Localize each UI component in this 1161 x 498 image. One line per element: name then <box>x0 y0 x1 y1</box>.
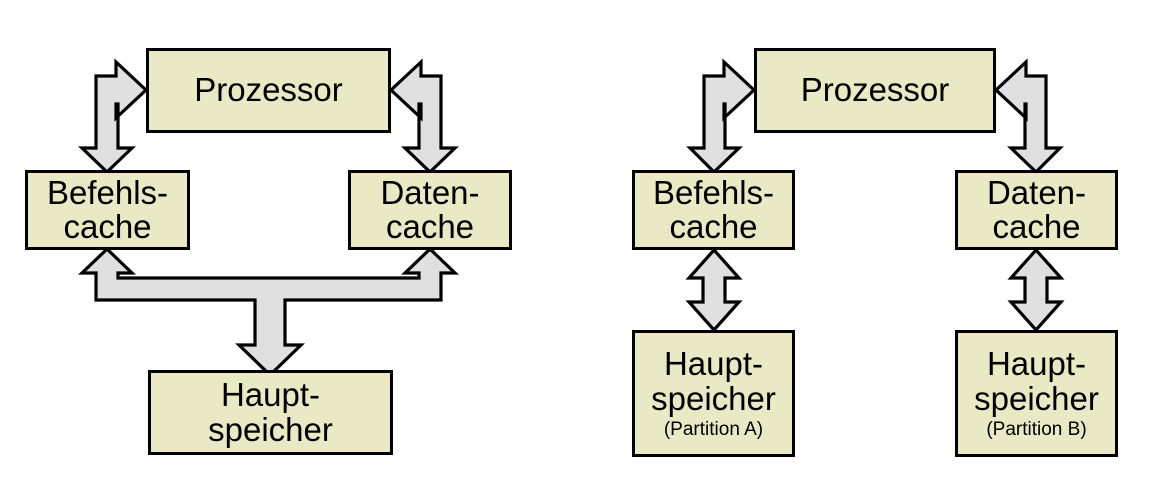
node-label-line-1: Prozessor <box>800 71 950 109</box>
double-arrow-datencache-hauptspeicher-b <box>1007 247 1065 333</box>
node-label-line-1: Haupt- <box>220 376 321 414</box>
node-label-line-1: Befehls- <box>46 173 169 211</box>
node-label-line-2: cache <box>669 208 758 245</box>
node-label-line-1: Daten- <box>380 173 480 211</box>
node-hauptspeicher-left[interactable]: Haupt- speicher <box>148 370 393 455</box>
elbow-arrow-prozessor-befehlscache-left <box>78 58 149 175</box>
node-hauptspeicher-partition-a[interactable]: Haupt- speicher (Partition A) <box>632 330 795 457</box>
node-datencache-right[interactable]: Daten- cache <box>955 170 1118 250</box>
node-label-line-1: Befehls- <box>652 173 775 211</box>
node-label-line-2: cache <box>385 208 475 245</box>
node-befehlscache-left[interactable]: Befehls- cache <box>25 170 190 250</box>
node-label-line-1: Prozessor <box>194 71 343 109</box>
node-prozessor-right[interactable]: Prozessor <box>754 48 996 133</box>
node-label-line-2: cache <box>992 208 1081 245</box>
node-label-line-1: Haupt- <box>986 345 1087 383</box>
node-sublabel-partition: (Partition A) <box>663 418 764 440</box>
elbow-arrow-prozessor-befehlscache-right <box>686 58 757 175</box>
node-datencache-left[interactable]: Daten- cache <box>348 170 512 250</box>
node-label-line-1: Haupt- <box>663 345 764 383</box>
elbow-arrow-prozessor-datencache-right <box>993 58 1064 175</box>
node-label-line-2: speicher <box>651 379 776 417</box>
node-sublabel-partition: (Partition B) <box>986 418 1087 440</box>
node-label-line-2: cache <box>63 208 152 245</box>
node-befehlscache-right[interactable]: Befehls- cache <box>632 170 795 250</box>
node-label-line-1: Daten- <box>986 173 1087 211</box>
elbow-arrow-prozessor-datencache-left <box>388 58 459 175</box>
node-prozessor-left[interactable]: Prozessor <box>146 48 391 133</box>
double-arrow-befehlscache-hauptspeicher-a <box>685 247 743 333</box>
node-hauptspeicher-partition-b[interactable]: Haupt- speicher (Partition B) <box>955 330 1118 457</box>
node-label-line-2: speicher <box>974 379 1099 417</box>
node-label-line-2: speicher <box>208 410 333 448</box>
bus-arrow-caches-to-hauptspeicher <box>78 246 459 378</box>
